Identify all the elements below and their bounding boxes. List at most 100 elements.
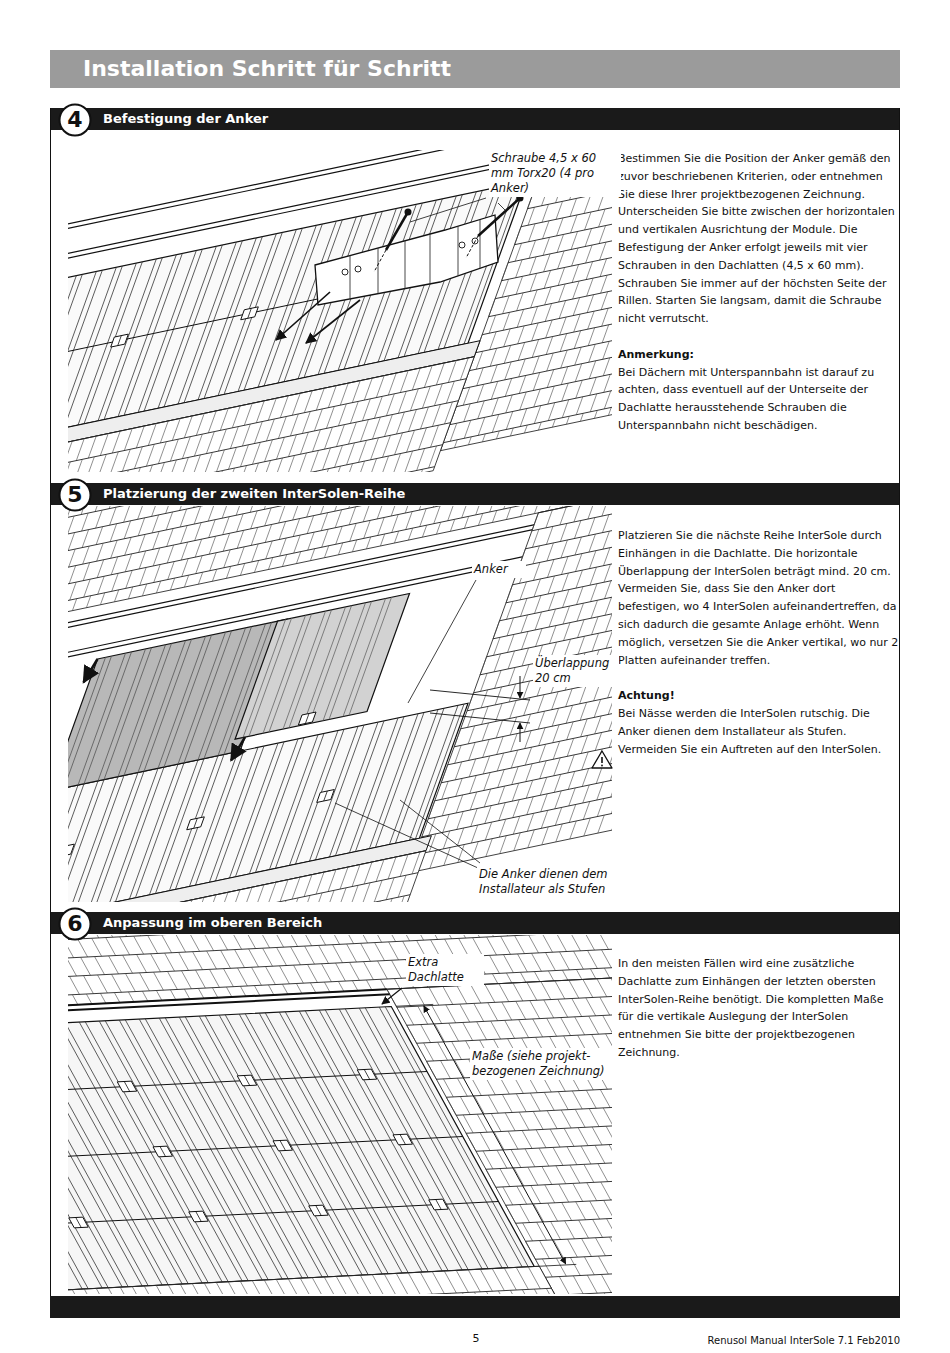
tile-edge	[69, 549, 75, 567]
tile-edge	[534, 972, 540, 982]
anchor-fold	[305, 714, 309, 724]
tile-edge	[300, 432, 308, 454]
tile-edge	[400, 935, 410, 941]
tile-row	[519, 516, 612, 566]
tile-edge	[596, 1238, 606, 1256]
tile-edge	[541, 794, 547, 812]
tile-edge	[340, 383, 348, 405]
plate-rib	[169, 756, 218, 891]
screw	[478, 198, 520, 236]
tile-edge	[282, 984, 288, 994]
tile-edge	[456, 778, 462, 796]
tile-edge	[585, 229, 591, 247]
tile-edge	[112, 974, 122, 992]
tile-edge	[84, 976, 94, 994]
tile-edge	[194, 434, 202, 456]
tile-edge	[84, 1289, 96, 1294]
tile-edge	[539, 744, 545, 762]
tile-edge	[383, 435, 391, 457]
tile-edge	[583, 802, 589, 820]
plate-rib	[95, 771, 144, 902]
anchor-fold	[405, 241, 406, 289]
tile-edge	[139, 534, 145, 552]
tile-edge	[597, 799, 603, 817]
tile-edge	[576, 397, 582, 415]
tile-edge	[534, 1289, 546, 1294]
tile-edge	[296, 552, 300, 564]
tile-edge	[582, 752, 588, 770]
tile-edge	[528, 207, 534, 225]
plate-rib	[409, 705, 458, 840]
anchor-fold	[430, 234, 431, 284]
tile-edge	[463, 1022, 473, 1040]
tile-edge	[547, 559, 553, 577]
tile-edge	[560, 952, 570, 970]
screw-hole	[459, 242, 465, 248]
tile-row	[482, 286, 612, 334]
tile-edge	[569, 804, 575, 822]
tile-edge	[505, 378, 511, 396]
tile-edge	[330, 935, 340, 944]
tile-edge	[429, 987, 439, 1005]
tile-edge	[414, 935, 424, 940]
tile-edge	[548, 576, 554, 594]
tile-edge	[232, 406, 240, 428]
leader-line	[335, 803, 478, 868]
tile-edge	[515, 243, 521, 261]
tile-edge	[432, 1272, 444, 1294]
tile-edge	[448, 360, 456, 382]
tile-edge	[168, 562, 174, 580]
tile-edge	[374, 396, 382, 418]
placement-arrow	[276, 292, 330, 340]
tile-edge	[499, 984, 509, 1002]
plate-rib	[198, 628, 246, 760]
tile-edge	[500, 1169, 510, 1187]
anchor-bracket	[309, 1205, 329, 1216]
tile-edge	[166, 512, 172, 530]
tile-edge	[324, 1277, 336, 1294]
tile-edge	[266, 967, 276, 985]
tile-edge	[574, 951, 584, 969]
anchor-fold	[76, 1218, 82, 1228]
tile-edge	[569, 980, 579, 998]
plate-rib	[68, 781, 98, 902]
tile-edge	[218, 935, 228, 950]
callout-label: Die Anker dienen dem Installateur als St…	[477, 866, 621, 898]
plate-rib	[68, 1025, 168, 1285]
tile-edge	[153, 548, 159, 566]
plate-rib	[289, 731, 338, 866]
tile-edge	[458, 845, 464, 863]
tile-edge	[252, 442, 260, 464]
plate-rib	[124, 643, 172, 775]
tile-edge	[407, 430, 415, 452]
tile-edge	[222, 506, 228, 518]
tile-edge	[602, 950, 612, 968]
tile-edge	[575, 1017, 585, 1035]
tile-edge	[599, 209, 605, 227]
tile-edge	[232, 935, 242, 949]
tile-edge	[542, 204, 548, 222]
tile-edge	[595, 732, 601, 750]
roof-tiles	[68, 357, 474, 472]
callout-label: Überlappung 20 cm	[533, 655, 619, 687]
tile-edge	[324, 546, 328, 558]
anchor-bracket	[153, 1146, 173, 1157]
plate-rib	[258, 225, 316, 387]
tile-edge	[601, 275, 607, 293]
tile-edge	[235, 950, 245, 968]
tile-edge	[611, 796, 612, 814]
tile-edge	[511, 750, 517, 768]
plate-rib	[323, 603, 365, 721]
tile-edge	[460, 1097, 470, 1115]
tile-edge	[457, 811, 463, 829]
tile-edge	[322, 964, 332, 982]
tile-edge	[410, 389, 418, 411]
tile-edge	[502, 1002, 512, 1020]
tile-edge	[162, 935, 172, 953]
tile-edge	[218, 429, 226, 451]
tile-edge	[151, 954, 161, 972]
plate-rib	[303, 607, 345, 725]
tile-edge	[100, 593, 104, 605]
tile-edge	[279, 522, 285, 540]
tile-edge	[572, 248, 578, 266]
